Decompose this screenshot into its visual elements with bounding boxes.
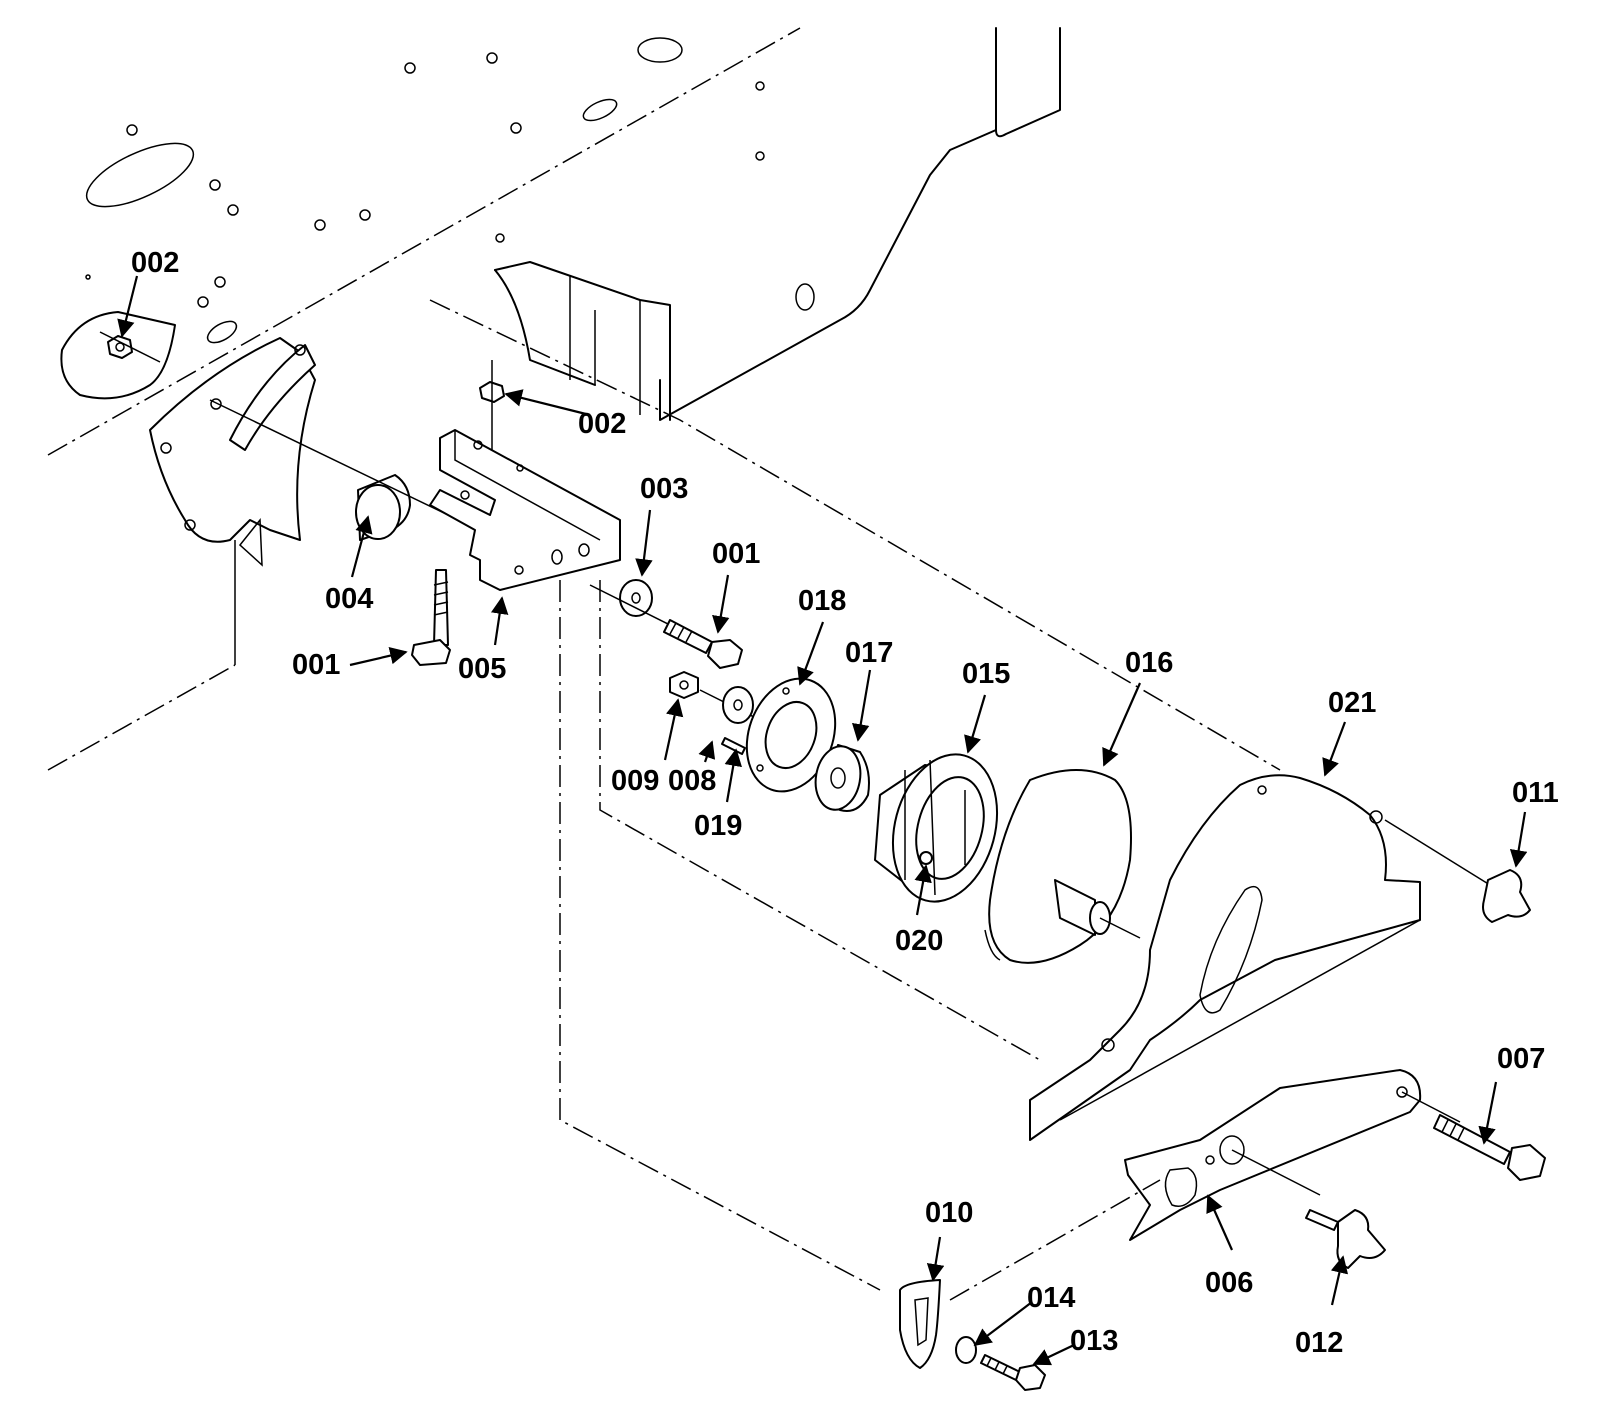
callout-labels: 002 002 003 001 004 001 005 018 017 015 …	[131, 247, 1559, 1359]
callout-017: 017	[845, 637, 893, 669]
callout-012: 012	[1295, 1327, 1343, 1359]
callout-006: 006	[1205, 1267, 1253, 1299]
bracket-005	[429, 429, 1041, 1291]
callout-020: 020	[895, 925, 943, 957]
bushing-017	[814, 744, 870, 812]
leader-arrows	[117, 275, 1528, 1366]
callout-021: 021	[1328, 687, 1376, 719]
callout-009: 009	[611, 765, 659, 797]
callout-016: 016	[1125, 647, 1173, 679]
callout-014: 014	[1027, 1282, 1075, 1314]
shroud-021	[1029, 774, 1491, 1141]
screw-019	[721, 737, 746, 755]
callout-010: 010	[925, 1197, 973, 1229]
bolt-001-vertical	[411, 569, 451, 666]
callout-002-center: 002	[578, 408, 626, 440]
callout-005: 005	[458, 653, 506, 685]
callout-008: 008	[668, 765, 716, 797]
knob-012	[1231, 1149, 1386, 1269]
callout-015: 015	[962, 658, 1010, 690]
washer-003	[619, 579, 653, 617]
callout-011: 011	[1512, 777, 1559, 809]
washer-008	[722, 686, 754, 724]
nut-002-center	[479, 360, 505, 470]
clip-010	[899, 1179, 1161, 1369]
arm-006	[1124, 1069, 1422, 1241]
bolt-007	[1401, 1091, 1546, 1181]
callout-018: 018	[798, 585, 846, 617]
callout-013: 013	[1070, 1325, 1118, 1357]
callout-001-right: 001	[712, 538, 760, 570]
callout-003: 003	[640, 473, 688, 505]
bolt-013	[980, 1354, 1046, 1391]
callout-004: 004	[325, 583, 373, 615]
chassis-frame	[47, 27, 1281, 771]
bolt-001-horizontal	[589, 584, 743, 669]
knob-011	[1482, 869, 1531, 923]
callout-001-left: 001	[292, 649, 340, 681]
callout-007: 007	[1497, 1043, 1545, 1075]
disc-016	[984, 769, 1141, 964]
callout-019: 019	[694, 810, 742, 842]
left-side-plate	[60, 311, 316, 567]
washer-014	[955, 1336, 977, 1364]
callout-002-left: 002	[131, 247, 179, 279]
